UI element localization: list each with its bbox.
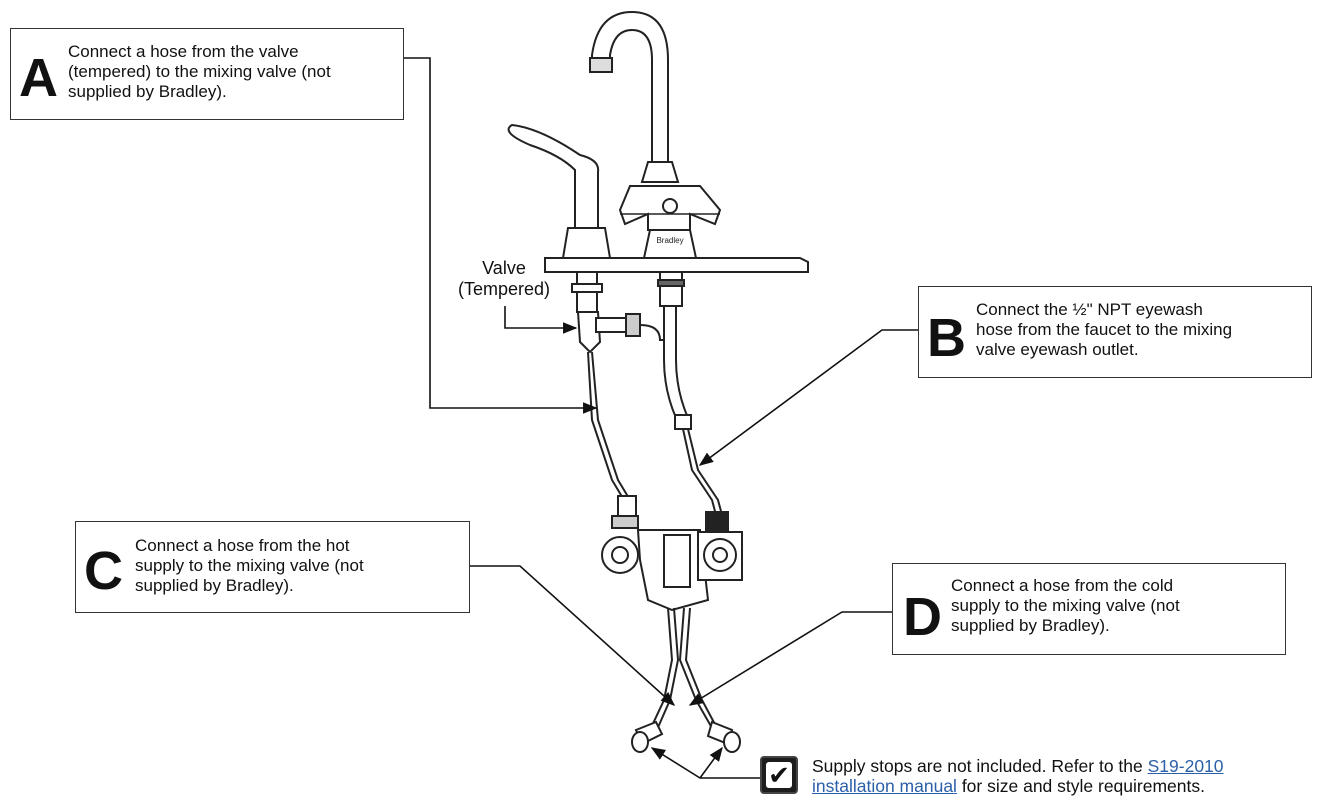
hot-supply-line [649, 607, 674, 731]
valve-label-line2: (Tempered) [457, 279, 551, 299]
callout-a-line3: supplied by Bradley). [68, 82, 227, 101]
leader-d [688, 611, 892, 706]
gooseneck-spout [591, 10, 669, 166]
eyewash-connector-hose [639, 305, 673, 341]
note-line2: installation manual for size and style r… [812, 776, 1312, 796]
callout-c-line1: Connect a hose from the hot [135, 536, 350, 555]
hot-supply-stop [631, 720, 664, 753]
callout-b-text: Connect the ½" NPT eyewash hose from the… [976, 300, 1232, 360]
checkmark-glyph: ✔ [766, 762, 792, 788]
cold-supply-line-2 [684, 607, 719, 731]
mixing-valve [601, 495, 743, 612]
note-line1-text: Supply stops are not included. Refer to … [812, 756, 1148, 776]
checkmark-icon: ✔ [760, 756, 798, 794]
faucet-hub-screw [662, 198, 678, 214]
callout-c-letter: C [84, 541, 123, 601]
eyewash-line-2 [687, 428, 723, 516]
callout-a-text: Connect a hose from the valve (tempered)… [68, 42, 331, 102]
note-line1: Supply stops are not included. Refer to … [812, 756, 1312, 776]
callout-a: A Connect a hose from the valve (tempere… [10, 28, 404, 120]
eyewash-hose-nut [674, 414, 692, 430]
leader-a [404, 57, 598, 414]
deck-plate [544, 257, 809, 273]
valve-label-line1: Valve [482, 258, 526, 278]
cold-supply-line [678, 607, 713, 729]
valve-nut [571, 283, 603, 293]
callout-b-line2: hose from the faucet to the mixing [976, 320, 1233, 339]
callout-b-letter: B [927, 308, 966, 368]
spout-tip [589, 57, 613, 73]
tempered-supply-line [587, 351, 625, 501]
callout-d-letter: D [903, 587, 942, 647]
eyewash-line [682, 428, 717, 516]
callout-b: B Connect the ½" NPT eyewash hose from t… [918, 286, 1312, 378]
leader-valve [504, 306, 578, 334]
leader-note-hot [650, 747, 760, 779]
faucet-drawing [507, 10, 809, 753]
eyewash-hose [663, 305, 690, 419]
callout-d-text: Connect a hose from the cold supply to t… [951, 576, 1180, 636]
valve-tee [595, 317, 627, 333]
callout-c-text: Connect a hose from the hot supply to th… [135, 536, 364, 596]
shank-nut [657, 279, 685, 287]
faucet-shank [659, 271, 683, 307]
callout-c-line2: supply to the mixing valve (not [135, 556, 364, 575]
callout-c-line3: supplied by Bradley). [135, 576, 294, 595]
leader-note-cold [699, 746, 723, 779]
valve-outlet-nut [625, 313, 641, 337]
leader-lines [404, 57, 918, 779]
callout-a-letter: A [19, 48, 58, 108]
callout-d-line1: Connect a hose from the cold [951, 576, 1174, 595]
manual-link-part2[interactable]: installation manual [812, 776, 957, 796]
supply-stops-note: Supply stops are not included. Refer to … [812, 756, 1312, 796]
callout-b-line3: valve eyewash outlet. [976, 340, 1139, 359]
note-line2-text: for size and style requirements. [956, 776, 1205, 796]
callout-b-line1: Connect the ½" NPT eyewash [976, 300, 1203, 319]
faucet-body [640, 161, 680, 183]
callout-d-line2: supply to the mixing valve (not [951, 596, 1180, 615]
leader-b [698, 329, 918, 466]
faucet-brand-mark: Bradley [656, 236, 683, 245]
callout-d: D Connect a hose from the cold supply to… [892, 563, 1286, 655]
lever-handle [507, 123, 600, 229]
cold-supply-stop [706, 720, 741, 753]
tempered-supply-line-2 [591, 351, 631, 501]
valve-tempered-label: Valve (Tempered) [448, 258, 560, 300]
callout-d-line3: supplied by Bradley). [951, 616, 1110, 635]
callout-a-line1: Connect a hose from the valve [68, 42, 299, 61]
manual-link-part1[interactable]: S19-2010 [1147, 756, 1224, 776]
callout-a-line2: (tempered) to the mixing valve (not [68, 62, 331, 81]
hot-supply-line-2 [655, 607, 680, 733]
handle-base [561, 227, 612, 259]
leader-c [470, 565, 676, 706]
callout-c: C Connect a hose from the hot supply to … [75, 521, 470, 613]
tempered-valve-body [576, 311, 602, 354]
